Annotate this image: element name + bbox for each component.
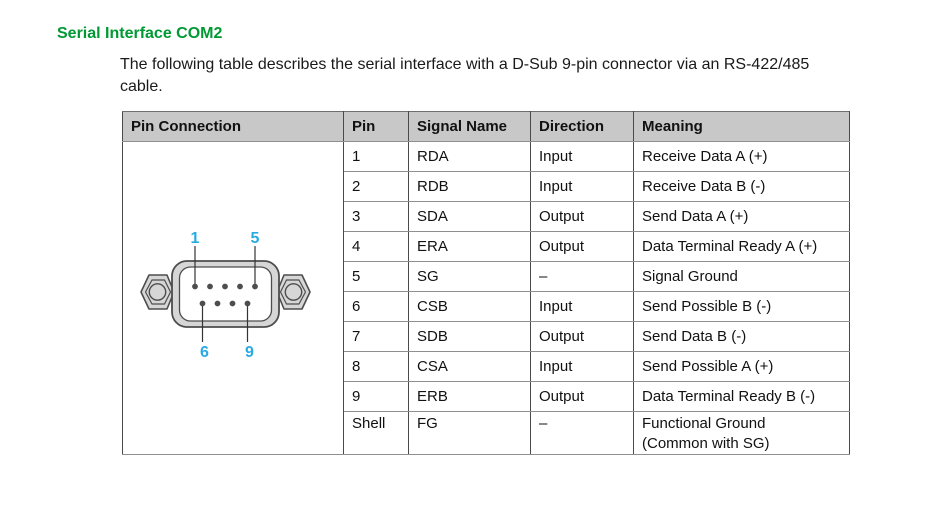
table-row: 1 5 6 9 1 RDA Input Receive Data A (+) (122, 141, 850, 455)
cell-meaning: Send Possible A (+) (633, 351, 850, 382)
cell-pin: 5 (343, 261, 409, 292)
cell-signal: FG (408, 411, 531, 455)
cell-meaning: Data Terminal Ready B (-) (633, 381, 850, 412)
cell-pin: 7 (343, 321, 409, 352)
header-pin-connection: Pin Connection (122, 111, 344, 142)
cell-signal: ERA (408, 231, 531, 262)
cell-direction: Output (530, 201, 634, 232)
cell-meaning: Send Data B (-) (633, 321, 850, 352)
pin-connection-table: Pin Connection Pin Signal Name Direction… (122, 111, 850, 455)
table-row: 8 CSA Input Send Possible A (+) (123, 351, 850, 382)
table-row: 4 ERA Output Data Terminal Ready A (+) (123, 231, 850, 262)
header-signal-name: Signal Name (408, 111, 531, 142)
cell-direction: Input (530, 141, 634, 172)
cell-direction: – (530, 411, 634, 455)
header-direction: Direction (530, 111, 634, 142)
connector-pins (192, 283, 258, 306)
table-row: 7 SDB Output Send Data B (-) (123, 321, 850, 352)
cell-direction: Output (530, 321, 634, 352)
cell-signal: SDB (408, 321, 531, 352)
cell-meaning: Functional Ground (Common with SG) (633, 411, 850, 455)
cell-meaning: Signal Ground (633, 261, 850, 292)
pin-leader-lines (194, 245, 256, 342)
cell-pin: 8 (343, 351, 409, 382)
cell-signal: RDB (408, 171, 531, 202)
cell-direction: Input (530, 351, 634, 382)
table-row: 3 SDA Output Send Data A (+) (123, 201, 850, 232)
cell-pin: 6 (343, 291, 409, 322)
page-title: Serial Interface COM2 (57, 25, 223, 42)
connector-opening (178, 265, 273, 322)
cell-pin: Shell (343, 411, 409, 455)
pin6-label: 6 (200, 344, 209, 361)
table-row: 5 SG – Signal Ground (123, 261, 850, 292)
cell-meaning: Receive Data B (-) (633, 171, 850, 202)
cell-pin: 4 (343, 231, 409, 262)
cell-pin: 1 (343, 141, 409, 172)
table-header-row: Pin Connection Pin Signal Name Direction… (122, 111, 850, 142)
cell-signal: SG (408, 261, 531, 292)
left-jackscrew-icon (140, 273, 175, 310)
cell-meaning: Receive Data A (+) (633, 141, 850, 172)
cell-signal: SDA (408, 201, 531, 232)
cell-meaning: Send Data A (+) (633, 201, 850, 232)
cell-pin: 2 (343, 171, 409, 202)
right-jackscrew-icon (276, 273, 311, 310)
intro-paragraph: The following table describes the serial… (120, 54, 809, 98)
header-pin: Pin (343, 111, 409, 142)
table-row: 2 RDB Input Receive Data B (-) (123, 171, 850, 202)
table-row: 9 ERB Output Data Terminal Ready B (-) (123, 381, 850, 412)
cell-direction: Output (530, 231, 634, 262)
pin1-label: 1 (191, 230, 200, 247)
connector-diagram-cell: 1 5 6 9 (122, 141, 344, 455)
cell-meaning: Data Terminal Ready A (+) (633, 231, 850, 262)
pin9-label: 9 (245, 344, 254, 361)
cell-signal: CSB (408, 291, 531, 322)
cell-signal: ERB (408, 381, 531, 412)
cell-direction: Input (530, 171, 634, 202)
cell-direction: – (530, 261, 634, 292)
intro-line-1: The following table describes the serial… (120, 56, 810, 73)
cell-signal: RDA (408, 141, 531, 172)
dsub-9pin-connector-diagram: 1 5 6 9 (131, 226, 343, 376)
intro-line-2: cable. (120, 78, 163, 95)
cell-direction: Output (530, 381, 634, 412)
header-meaning: Meaning (633, 111, 850, 142)
cell-meaning: Send Possible B (-) (633, 291, 850, 322)
cell-direction: Input (530, 291, 634, 322)
dsub-connector-icon: 1 5 6 9 (140, 230, 311, 361)
table-row: Shell FG – Functional Ground (Common wit… (123, 411, 850, 455)
cell-signal: CSA (408, 351, 531, 382)
cell-pin: 3 (343, 201, 409, 232)
pin5-label: 5 (251, 230, 260, 247)
cell-pin: 9 (343, 381, 409, 412)
